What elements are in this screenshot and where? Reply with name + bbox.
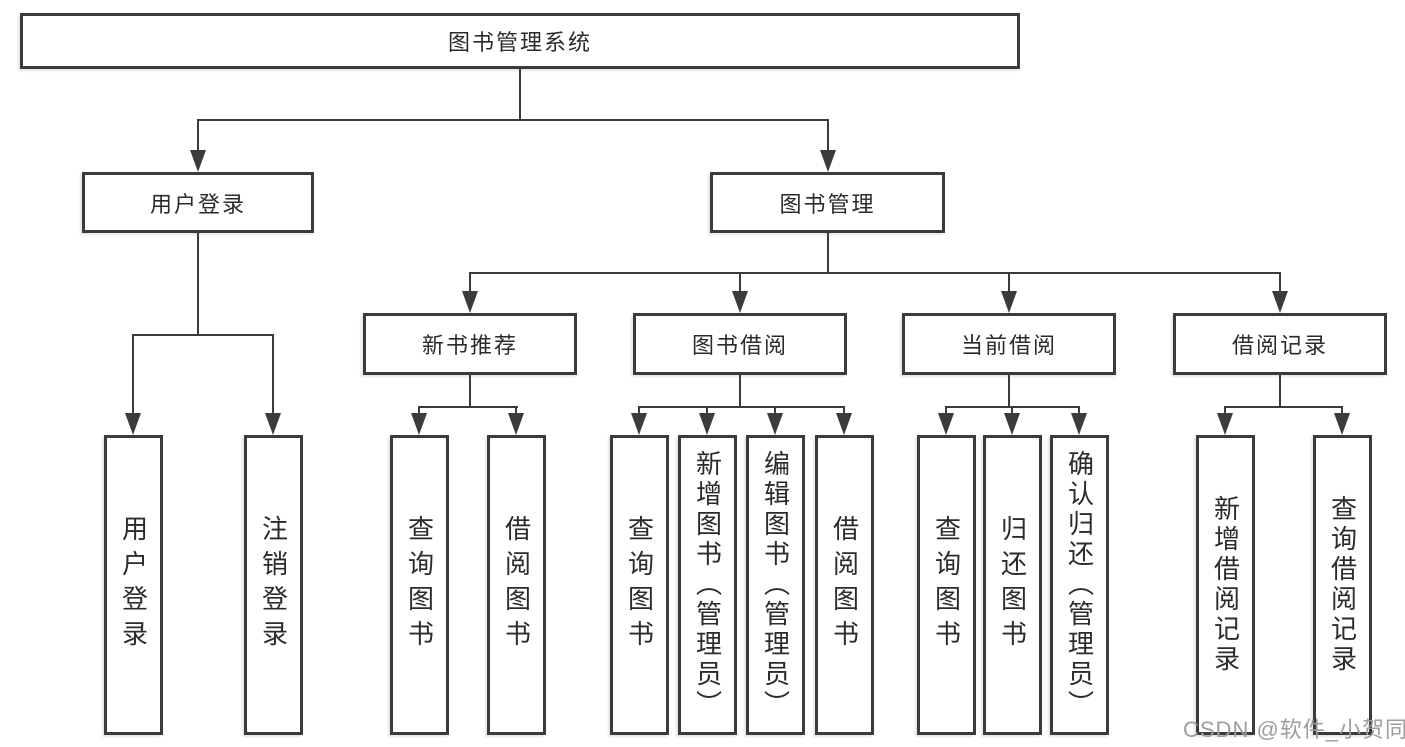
node-user-login: 用户登录 (82, 172, 314, 233)
node-label: 图书管理 (779, 191, 876, 217)
arrowhead-icon (190, 150, 206, 172)
connector-line (515, 406, 517, 417)
node-book-borrow: 图书借阅 (633, 313, 847, 375)
node-label: 借阅图书 (829, 515, 860, 655)
node-label: 查询图书 (404, 515, 435, 655)
connector-line (1224, 406, 1343, 408)
connector-line (418, 406, 420, 417)
arrowhead-icon (836, 413, 852, 435)
connector-line (1341, 406, 1343, 417)
node-label: 当前借阅 (960, 333, 1057, 358)
node-label: 查询图书 (624, 515, 655, 655)
connector-line (197, 119, 829, 121)
connector-line (469, 375, 471, 408)
node-label: 确认归还（管理员） (1064, 450, 1095, 720)
connector-line (132, 334, 274, 336)
node-label: 新增图书（管理员） (692, 450, 723, 720)
connector-line (638, 406, 640, 417)
node-book-management: 图书管理 (710, 172, 945, 233)
arrowhead-icon (631, 413, 647, 435)
arrowhead-icon (1071, 413, 1087, 435)
node-add-borrow-record: 新增借阅记录 (1196, 435, 1255, 735)
connector-line (418, 406, 518, 408)
connector-line (132, 334, 134, 415)
connector-line (272, 334, 274, 415)
node-borrow-books-recommend: 借阅图书 (487, 435, 546, 735)
node-current-borrow: 当前借阅 (902, 313, 1116, 375)
node-label: 注销登录 (258, 515, 289, 655)
connector-line (1279, 375, 1281, 408)
connector-line (739, 375, 741, 408)
node-label: 查询图书 (931, 515, 962, 655)
arrowhead-icon (767, 413, 783, 435)
node-user-login-leaf: 用户登录 (104, 435, 163, 735)
node-label: 图书管理系统 (447, 30, 592, 55)
connector-line (1011, 406, 1013, 417)
connector-line (197, 119, 199, 152)
arrowhead-icon (1217, 413, 1233, 435)
arrowhead-icon (265, 413, 281, 435)
node-label: 借阅记录 (1231, 333, 1328, 358)
node-label: 编辑图书（管理员） (760, 450, 791, 720)
arrowhead-icon (1001, 291, 1017, 313)
connector-line (706, 406, 708, 417)
arrowhead-icon (938, 413, 954, 435)
connector-line (843, 406, 845, 417)
node-borrow-records: 借阅记录 (1173, 313, 1387, 375)
node-library-system: 图书管理系统 (20, 13, 1020, 69)
arrowhead-icon (1334, 413, 1350, 435)
arrowhead-icon (411, 413, 427, 435)
node-confirm-return-admin: 确认归还（管理员） (1050, 435, 1109, 735)
node-label: 用户登录 (149, 191, 246, 217)
node-logout: 注销登录 (244, 435, 303, 735)
node-add-books-admin: 新增图书（管理员） (678, 435, 737, 735)
connector-line (519, 69, 521, 120)
arrowhead-icon (508, 413, 524, 435)
node-query-borrow-record: 查询借阅记录 (1313, 435, 1372, 735)
connector-line (1279, 272, 1281, 293)
arrowhead-icon (1004, 413, 1020, 435)
node-label: 新书推荐 (421, 333, 518, 358)
connector-line (945, 406, 947, 417)
arrowhead-icon (462, 291, 478, 313)
connector-line (1078, 406, 1080, 417)
node-label: 图书借阅 (691, 333, 788, 358)
node-new-book-recommend: 新书推荐 (363, 313, 577, 375)
connector-line (1008, 272, 1010, 293)
connector-line (469, 272, 1281, 274)
node-label: 归还图书 (997, 515, 1028, 655)
node-label: 新增借阅记录 (1210, 495, 1241, 675)
arrowhead-icon (699, 413, 715, 435)
connector-line (1008, 375, 1010, 408)
node-label: 查询借阅记录 (1327, 495, 1358, 675)
node-edit-books-admin: 编辑图书（管理员） (746, 435, 805, 735)
arrowhead-icon (125, 413, 141, 435)
connector-line (774, 406, 776, 417)
arrowhead-icon (820, 150, 836, 172)
connector-line (197, 233, 199, 336)
arrowhead-icon (1272, 291, 1288, 313)
node-query-books-current: 查询图书 (917, 435, 976, 735)
node-label: 用户登录 (118, 515, 149, 655)
node-query-books-recommend: 查询图书 (390, 435, 449, 735)
connector-line (827, 233, 829, 274)
connector-line (1224, 406, 1226, 417)
arrowhead-icon (732, 291, 748, 313)
connector-line (638, 406, 845, 408)
node-return-books: 归还图书 (983, 435, 1042, 735)
connector-line (469, 272, 471, 293)
connector-line (827, 119, 829, 152)
node-query-books-borrow: 查询图书 (610, 435, 669, 735)
csdn-watermark: CSDN @软件_小贺同学 (1183, 717, 1405, 742)
node-borrow-books: 借阅图书 (815, 435, 874, 735)
connector-line (739, 272, 741, 293)
node-label: 借阅图书 (501, 515, 532, 655)
